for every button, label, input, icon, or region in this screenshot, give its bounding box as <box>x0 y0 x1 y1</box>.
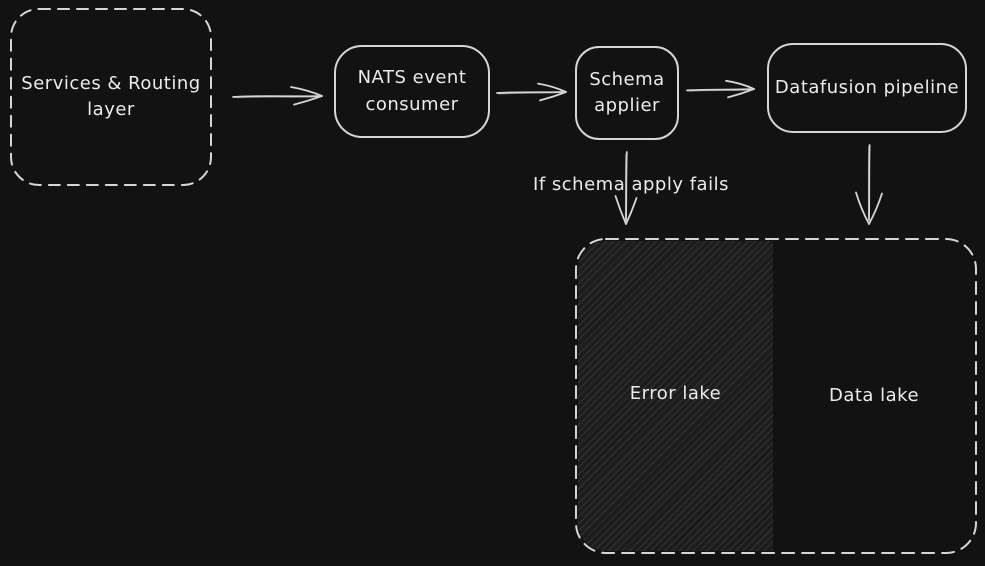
arrow-schema-to-datafusion <box>686 79 755 99</box>
datafusion-pipeline-node: Datafusion pipeline <box>767 43 967 133</box>
schema-applier-node: Schema applier <box>575 46 679 140</box>
services-routing-node: Services & Routing layer <box>11 9 211 185</box>
nats-consumer-label-line1: NATS event <box>357 67 467 89</box>
schema-applier-label-line2: applier <box>594 95 660 116</box>
arrow-schema-to-error-lake <box>614 151 638 225</box>
arrow-nats-to-schema <box>496 82 567 102</box>
nats-event-consumer-node: NATS event consumer <box>334 45 490 138</box>
services-routing-label-line2: layer <box>87 99 135 120</box>
schema-fail-annotation: If schema apply fails <box>533 174 729 195</box>
datafusion-pipeline-label: Datafusion pipeline <box>774 76 960 98</box>
nats-consumer-label-line2: consumer <box>365 93 459 115</box>
schema-applier-label-line1: Schema <box>589 68 665 90</box>
error-lake-label: Error lake <box>629 383 722 404</box>
data-lake-label: Data lake <box>828 385 920 406</box>
arrow-datafusion-to-data-lake <box>855 144 883 225</box>
services-routing-box-outline <box>10 8 212 186</box>
services-routing-label-line1: Services & Routing <box>21 72 201 94</box>
error-lake-hatch-fill <box>578 241 773 551</box>
lakes-container-outline <box>575 238 977 554</box>
arrow-services-to-nats <box>232 86 323 106</box>
